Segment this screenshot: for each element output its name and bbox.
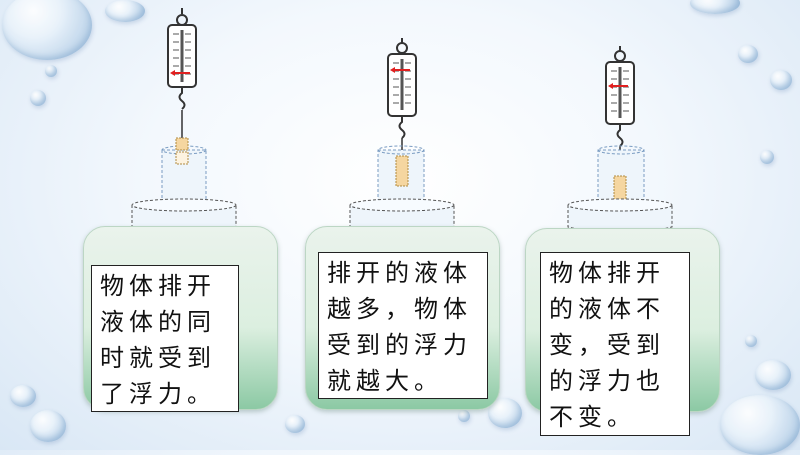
experiment-illustration-2	[300, 0, 500, 450]
text-line: 就越大。	[327, 367, 443, 395]
text-line: 的浮力也	[549, 367, 665, 395]
water-drop-decoration	[10, 385, 36, 407]
water-drop-decoration	[760, 150, 774, 164]
water-drop-decoration	[30, 410, 66, 442]
explanation-text-3: 物体排开 的液体不 变，受到 的浮力也 不变。	[540, 252, 690, 436]
water-drop-decoration	[458, 410, 470, 422]
water-drop-decoration	[720, 395, 800, 455]
text-line: 越多，物体	[327, 295, 472, 323]
text-line: 物体排开	[100, 272, 216, 300]
text-line: 受到的浮力	[327, 331, 472, 359]
text-line: 不变。	[549, 403, 636, 431]
water-drop-decoration	[105, 0, 145, 22]
water-drop-decoration	[45, 65, 57, 77]
experiment-illustration-3	[518, 0, 718, 450]
text-line: 液体的同	[100, 308, 216, 336]
water-drop-decoration	[738, 45, 758, 63]
water-drop-decoration	[690, 0, 740, 14]
water-drop-decoration	[2, 0, 92, 60]
text-line: 变，受到	[549, 331, 665, 359]
explanation-text-2: 排开的液体 越多，物体 受到的浮力 就越大。	[318, 252, 488, 399]
water-drop-decoration	[745, 335, 757, 347]
water-drop-decoration	[285, 415, 305, 433]
text-line: 物体排开	[549, 259, 665, 287]
water-drop-decoration	[30, 90, 46, 106]
text-line: 时就受到	[100, 344, 216, 372]
text-line: 了浮力。	[100, 380, 216, 408]
explanation-text-1: 物体排开 液体的同 时就受到 了浮力。	[91, 265, 239, 412]
text-line: 的液体不	[549, 295, 665, 323]
text-line: 排开的液体	[327, 259, 472, 287]
water-drop-decoration	[770, 70, 792, 90]
water-drop-decoration	[755, 360, 791, 390]
